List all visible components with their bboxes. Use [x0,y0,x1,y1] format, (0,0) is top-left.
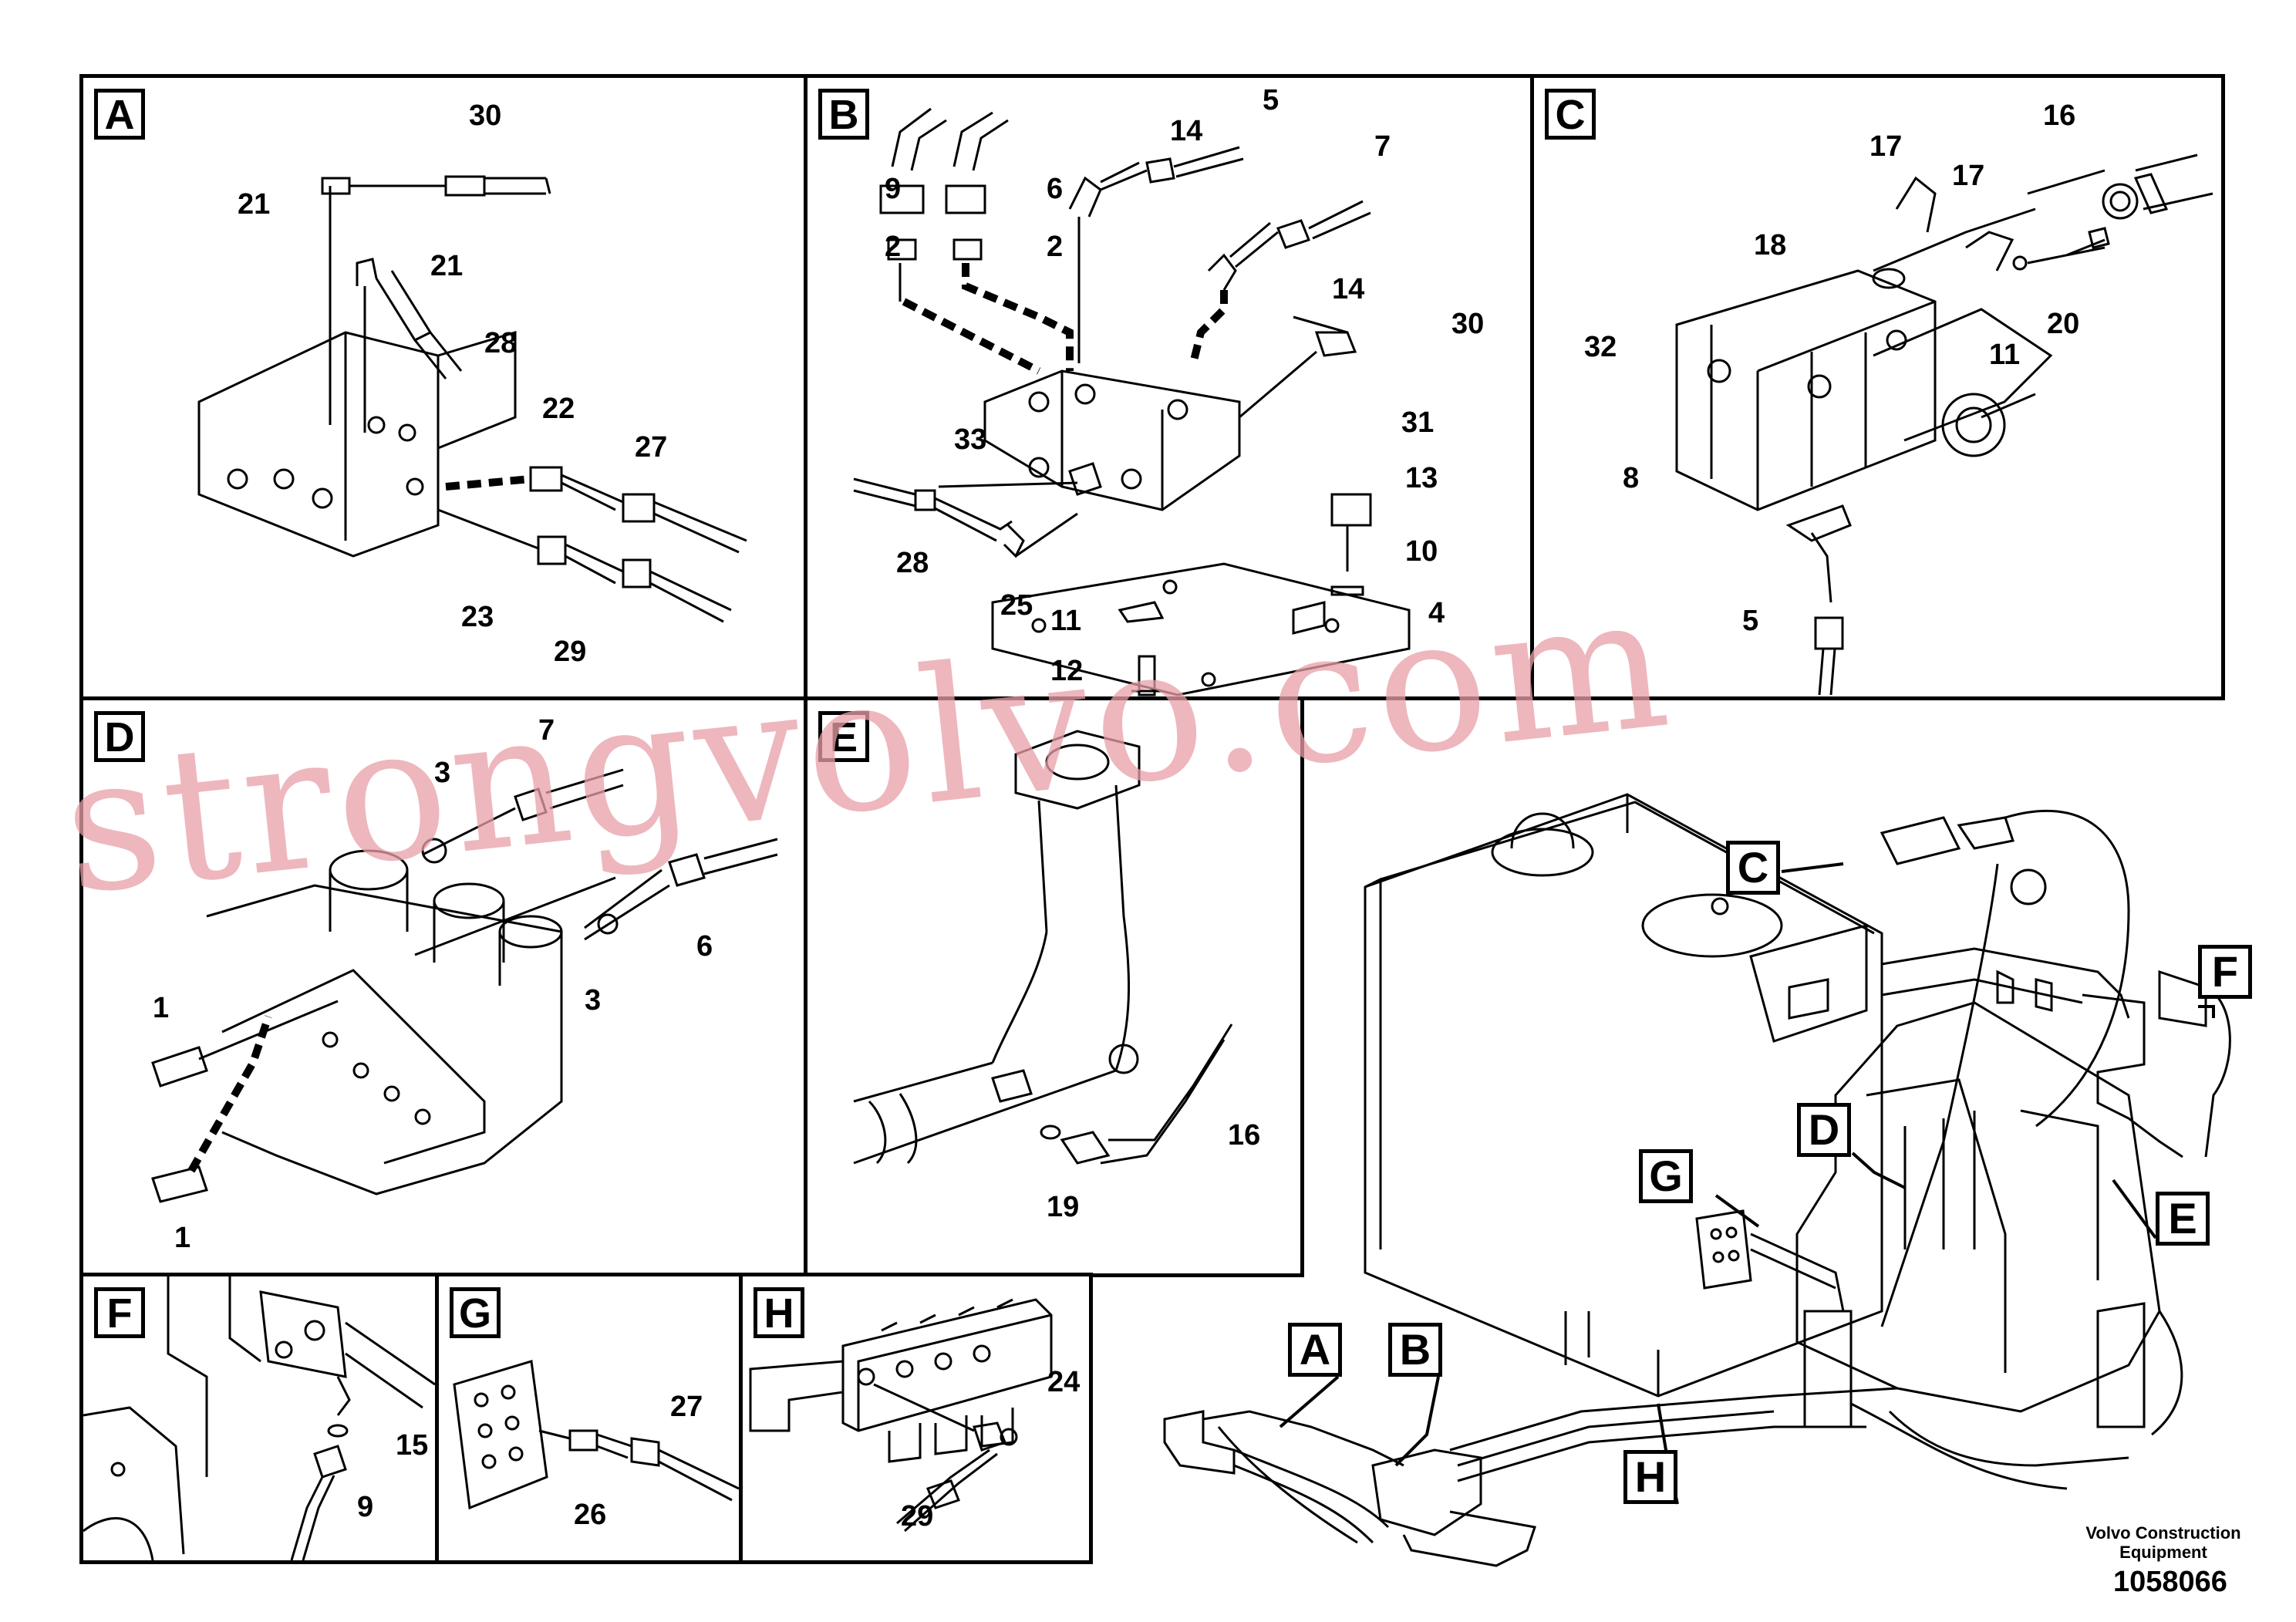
panel-e: E 16 19 [804,696,1304,1277]
callout-8: 8 [1623,462,1640,494]
panel-a: A [79,74,807,700]
callout-5: 5 [1263,84,1279,116]
panel-e-tag: E [818,711,869,762]
callout-6: 6 [1047,173,1064,205]
callout-29: 29 [554,636,587,668]
callout-30b: 30 [1451,308,1485,340]
panel-c-tag: C [1545,89,1596,140]
overview-tag-b[interactable]: B [1388,1323,1442,1377]
publisher-line-2: Equipment [2119,1543,2207,1563]
callout-29h: 29 [901,1500,934,1533]
panel-d-drawing [151,768,778,1203]
callout-16e: 16 [1228,1119,1261,1152]
panel-c: C [1530,74,2225,700]
callout-32: 32 [1584,331,1617,363]
callout-3d-b: 3 [585,984,602,1017]
callout-12: 12 [1050,655,1084,687]
callout-26g: 26 [574,1499,607,1531]
panel-d-tag: D [94,711,145,762]
panel-g-drawing [453,1360,739,1510]
callout-22: 22 [542,393,575,425]
panel-a-drawing [197,175,747,623]
callout-11: 11 [1050,605,1082,637]
callout-9f: 9 [357,1491,374,1523]
callout-4: 4 [1428,597,1445,629]
callout-25: 25 [1000,589,1033,622]
panel-d: D [79,696,807,1277]
callout-24h: 24 [1047,1366,1081,1398]
callout-7d: 7 [538,714,555,747]
overview-tag-d[interactable]: D [1797,1103,1851,1157]
panel-h: H 24 29 [739,1273,1093,1564]
callout-27g: 27 [670,1391,703,1423]
callout-16: 16 [2043,99,2076,132]
callout-11c: 11 [1989,339,2021,371]
callout-31: 31 [1401,406,1435,439]
callout-27: 27 [635,431,668,464]
panel-g-tag: G [450,1287,501,1338]
callout-21b: 21 [430,250,464,282]
overview-tag-c[interactable]: C [1726,841,1780,895]
callout-14b: 14 [1332,273,1365,305]
callout-20: 20 [2047,308,2080,340]
callout-2: 2 [885,231,902,263]
panel-f-tag: F [94,1287,145,1338]
overview-tag-g[interactable]: G [1639,1149,1693,1203]
callout-30: 30 [469,99,502,132]
callout-17b: 17 [1952,160,1985,192]
overview-tag-f[interactable]: F [2198,945,2252,999]
panel-b: B [804,74,1534,700]
callout-10: 10 [1405,535,1438,568]
panel-h-tag: H [754,1287,804,1338]
callout-9: 9 [885,173,902,205]
callout-28: 28 [484,327,518,359]
panel-a-tag: A [94,89,145,140]
callout-21: 21 [238,188,271,221]
panel-b-tag: B [818,89,869,140]
callout-15f: 15 [396,1429,429,1462]
callout-2b: 2 [1047,231,1064,263]
publisher-caption: Volvo Construction Equipment [2067,1523,2260,1563]
callout-18: 18 [1754,229,1787,261]
callout-5c: 5 [1742,605,1759,637]
overview-tag-h[interactable]: H [1623,1450,1677,1504]
panel-g: G 27 26 [435,1273,743,1564]
overview-tag-e[interactable]: E [2156,1192,2210,1246]
overview-tag-a[interactable]: A [1288,1323,1342,1377]
publisher-line-1: Volvo Construction [2085,1523,2241,1543]
document-number: 1058066 [2113,1566,2227,1598]
panel-h-drawing [749,1298,1053,1533]
callout-3d: 3 [434,757,451,789]
panel-c-drawing [1675,153,2213,696]
callout-1d-b: 1 [174,1222,191,1254]
callout-6d: 6 [696,930,713,963]
callout-33: 33 [954,423,987,456]
callout-1d: 1 [153,992,170,1024]
callout-13: 13 [1405,462,1438,494]
callout-23: 23 [461,601,494,633]
panel-b-drawing [853,107,1411,696]
callout-28b: 28 [896,547,929,579]
panel-f-drawing [83,1276,435,1560]
callout-14: 14 [1170,115,1203,147]
callout-7: 7 [1374,130,1391,163]
callout-17: 17 [1870,130,1903,163]
panel-f: F 15 9 [79,1273,439,1564]
callout-19e: 19 [1047,1191,1080,1223]
panel-e-drawing [853,730,1233,1165]
